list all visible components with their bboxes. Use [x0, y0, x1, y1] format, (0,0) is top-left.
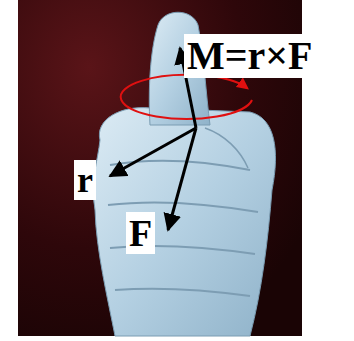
moment-label: M=r×F — [184, 34, 316, 78]
position-label: r — [74, 160, 96, 200]
force-vector — [168, 128, 196, 230]
fist — [93, 108, 275, 336]
force-label: F — [126, 212, 155, 254]
position-vector — [110, 128, 196, 176]
